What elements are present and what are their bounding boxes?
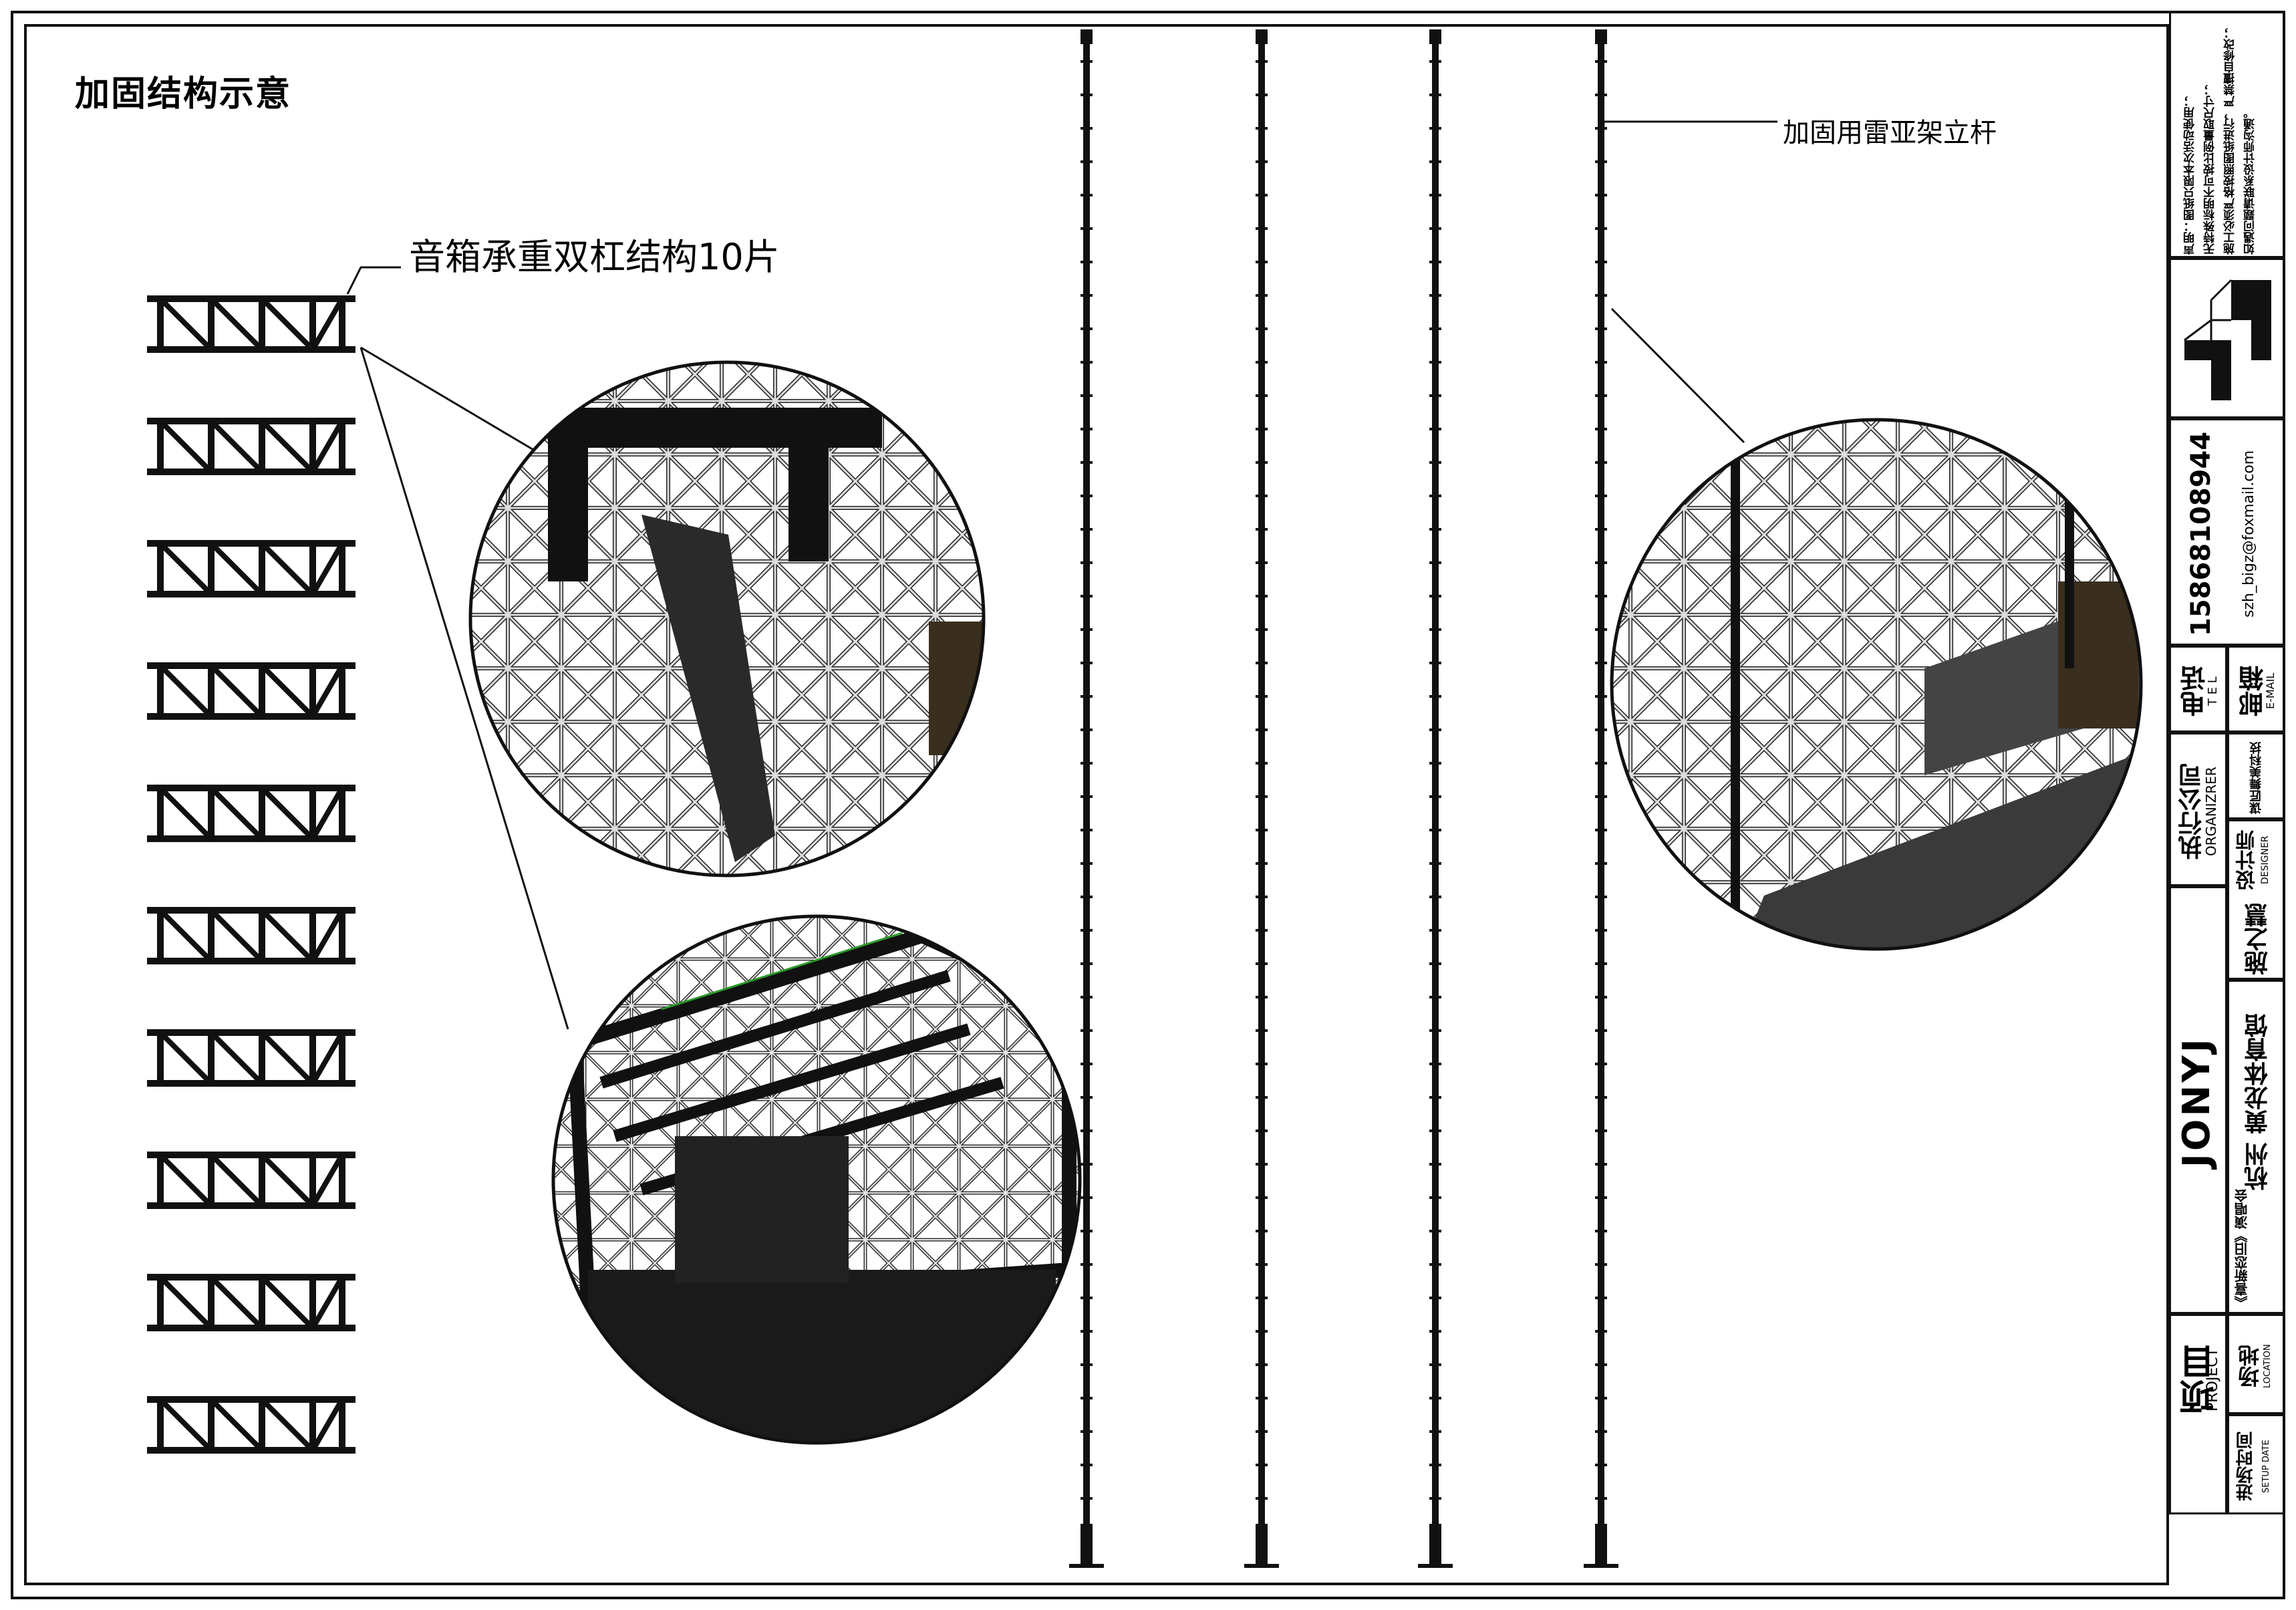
- project-name-cell: JONYJ: [2169, 886, 2227, 1314]
- location-label-cell: 场地 LOCATION: [2227, 1314, 2285, 1414]
- scaffold-pole: [1418, 29, 1453, 1568]
- truss-piece: [147, 662, 355, 720]
- truss-piece: [147, 295, 355, 353]
- phone-value: 15868108944: [2186, 431, 2216, 637]
- title-block-lower: [2169, 1204, 2285, 1599]
- organizer-label-en: ORGANIZRER: [2203, 767, 2219, 856]
- truss-piece: [147, 418, 355, 475]
- notice-line-5: 如遇问题请联系设计师沟通。: [2244, 107, 2257, 255]
- location-cell: 杭州 黄龙体育馆 《喜新恋旧》演唱会: [2227, 980, 2285, 1314]
- setup-cell: 进场时间 SETUP DATE: [2227, 1414, 2285, 1514]
- scaffold-pole: [1069, 29, 1104, 1568]
- truss-callout-label: 音箱承重双杠结构10片: [409, 236, 780, 278]
- notice-cell: 声明：图纸只限本次活动使用； 无特殊标明不可按比例量取尺寸； 施工必须严格按照图…: [2169, 11, 2285, 258]
- project-label-cell: 项目 PROJECT: [2169, 1314, 2227, 1514]
- location-value: 杭州 黄龙体育馆: [2245, 1013, 2272, 1191]
- designer-label: 设计师: [2236, 830, 2259, 890]
- truss-piece: [147, 1274, 355, 1331]
- truss-piece: [147, 1396, 355, 1454]
- phone-label-cell: 电话 T E L: [2169, 646, 2227, 732]
- scaffold-pole: [1244, 29, 1279, 1568]
- notice-line-3: 无特殊标明不可按比例量取尺寸；: [2204, 84, 2217, 255]
- vertical-poles: [1069, 29, 1618, 1568]
- designer-label-en: DESIGNER: [2260, 835, 2271, 885]
- drawing-title: 加固结构示意: [75, 74, 292, 114]
- truss-piece: [147, 1152, 355, 1209]
- truss-piece: [147, 540, 355, 597]
- designer-value: 施之慧: [2245, 903, 2272, 975]
- scaffold-pole: [1584, 29, 1618, 1568]
- designer-cell: 设计师 DESIGNER 施之慧: [2227, 819, 2285, 980]
- email-label-cell: 邮箱 E-MAIL: [2227, 646, 2285, 732]
- drawing-border: [24, 24, 2169, 1585]
- notice-line-2: 图纸只限本次活动使用；: [2184, 96, 2197, 221]
- detail-circle-speaker-truss: [468, 360, 986, 878]
- title-block: 声明：图纸只限本次活动使用； 无特殊标明不可按比例量取尺寸； 施工必须严格按照图…: [2169, 11, 2285, 1599]
- contact-cell: 15868108944 szh_bigz@foxmail.com: [2169, 418, 2285, 646]
- phone-label-en: T E L: [2206, 676, 2220, 706]
- truss-piece: [147, 1029, 355, 1087]
- notice-line-4: 施工必须严格按照图纸进行，严禁擅自修改；: [2224, 27, 2237, 255]
- structure-drawing: [147, 29, 2143, 1568]
- organizer-value: 谋匠舞美科技: [2249, 742, 2263, 814]
- truss-piece: [147, 785, 355, 842]
- email-label-en: E-MAIL: [2264, 672, 2277, 710]
- detail-circle-scaffold-pole: [1610, 418, 2143, 951]
- notice-line-1: 声明：: [2184, 221, 2197, 255]
- truss-pieces: [147, 295, 355, 1454]
- detail-circle-truss-grid: [551, 914, 1082, 1445]
- email-value: szh_bigz@foxmail.com: [2241, 450, 2257, 618]
- truss-piece: [147, 907, 355, 964]
- organizer-cell: 执行公司 ORGANIZRER: [2169, 732, 2227, 886]
- studio-logo: [2169, 258, 2285, 418]
- pole-callout-label: 加固用雷亚架立杆: [1783, 118, 1997, 148]
- organizer-value-cell: 谋匠舞美科技: [2227, 732, 2285, 819]
